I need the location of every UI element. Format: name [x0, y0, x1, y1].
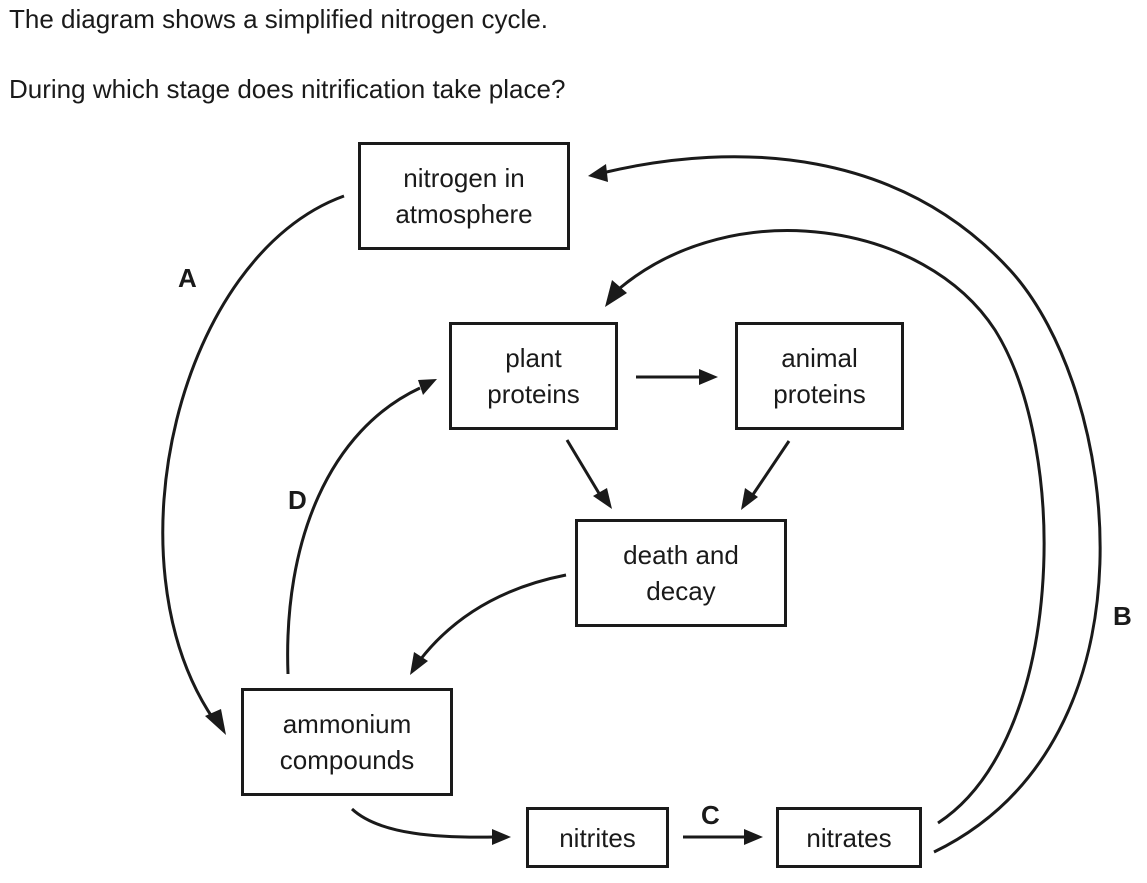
arrow-stage-d — [286, 386, 421, 675]
arrow-stage-c-head — [744, 829, 763, 845]
node-animal-proteins: animal proteins — [735, 322, 904, 430]
arrow-ammonium-to-nitrites — [350, 807, 496, 839]
node-ammonium-compounds: ammonium compounds — [241, 688, 453, 796]
node-plant-proteins-line1: plant — [505, 343, 562, 373]
node-nitrites-label: nitrites — [559, 822, 636, 853]
arrow-plant-to-animal-head — [699, 369, 718, 385]
arrow-stage-b-head — [588, 164, 608, 182]
node-nitrates: nitrates — [776, 807, 922, 868]
node-plant-proteins-line2: proteins — [487, 379, 580, 409]
arrow-decay-to-ammonium — [418, 573, 567, 661]
node-nitrates-label: nitrates — [806, 822, 892, 853]
arrow-plant-to-decay-head — [593, 488, 612, 509]
question-intro: The diagram shows a simplified nitrogen … — [9, 4, 549, 34]
stage-label-c: C — [701, 800, 720, 830]
arrow-animal-to-decay — [750, 440, 791, 497]
arrow-decay-to-ammonium-head — [410, 652, 428, 675]
node-nitrogen-in-atmosphere-line1: nitrogen in — [403, 163, 525, 193]
node-death-and-decay: death and decay — [575, 519, 787, 627]
node-ammonium-compounds-line1: ammonium — [282, 709, 412, 739]
node-nitrogen-in-atmosphere: nitrogen in atmosphere — [358, 142, 570, 250]
node-nitrites: nitrites — [526, 807, 669, 868]
stage-label-a: A — [178, 263, 197, 293]
arrow-plant-to-decay — [565, 439, 602, 496]
arrow-ammonium-to-nitrites-head — [492, 829, 511, 845]
node-death-and-decay-line2: decay — [646, 576, 716, 606]
arrow-stage-a — [161, 194, 345, 721]
question-prompt: During which stage does nitrification ta… — [9, 74, 566, 104]
node-nitrogen-in-atmosphere-line2: atmosphere — [395, 199, 533, 229]
arrow-nitrates-to-plant-proteins-head — [605, 280, 627, 307]
node-plant-proteins: plant proteins — [449, 322, 618, 430]
arrow-nitrates-to-plant-proteins — [619, 229, 1046, 825]
arrow-stage-a-head — [205, 709, 226, 735]
arrow-animal-to-decay-head — [741, 488, 758, 510]
node-death-and-decay-line1: death and — [623, 540, 739, 570]
stage-label-b: B — [1113, 601, 1132, 631]
node-animal-proteins-line2: proteins — [773, 379, 866, 409]
node-animal-proteins-line1: animal — [781, 343, 858, 373]
arrow-stage-b — [601, 155, 1102, 854]
arrow-stage-d-head — [418, 379, 437, 395]
stage-label-d: D — [288, 485, 307, 515]
node-ammonium-compounds-line2: compounds — [279, 745, 415, 775]
